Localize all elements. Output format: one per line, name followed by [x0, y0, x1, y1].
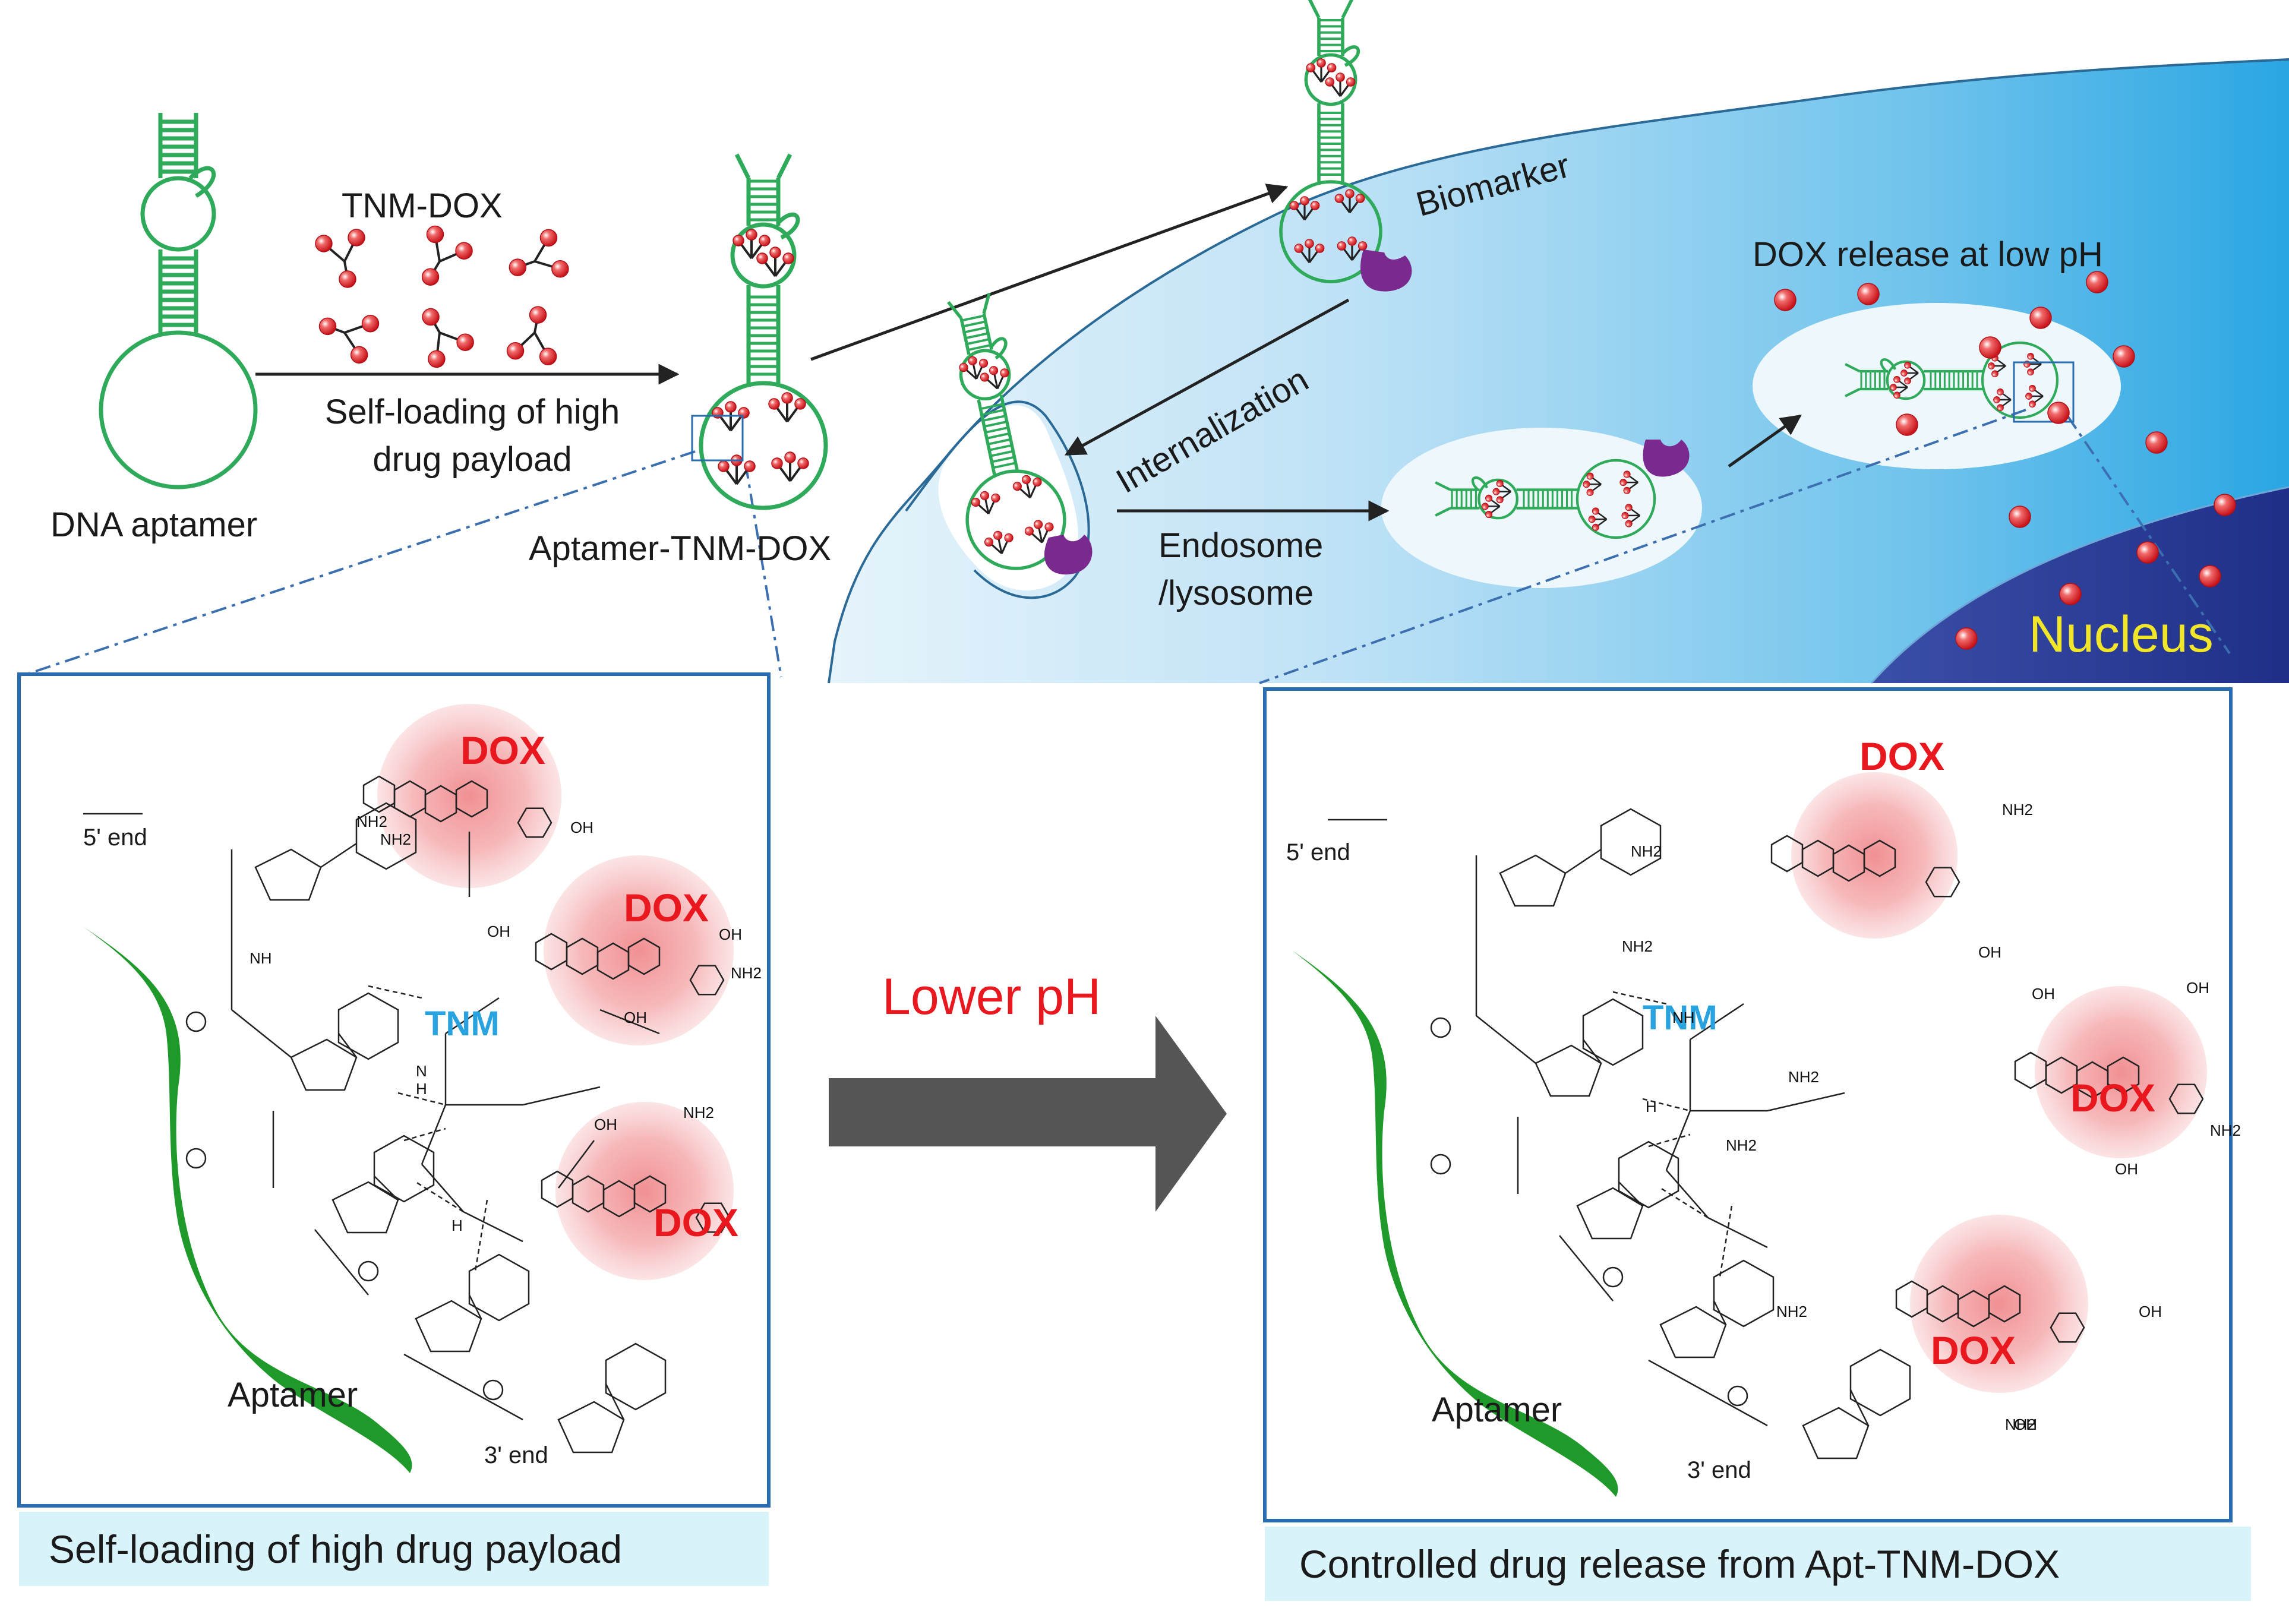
zoom-lines: [17, 409, 2231, 684]
atom-label: OH: [594, 1116, 617, 1133]
tnm-dox-molecules: [315, 225, 569, 368]
release-arrow: [1728, 414, 1802, 468]
left-caption: Self-loading of high drug payload: [49, 1527, 623, 1571]
atom-label: OH: [487, 922, 510, 940]
tnm-dox-molecule: [318, 314, 380, 364]
atom-label: NH2: [1622, 937, 1653, 955]
aptamer-tnm-dox-constructs: [691, 0, 2075, 570]
tnm-dox-molecule: [509, 229, 569, 278]
right-chemical-structure: [1328, 808, 1911, 1459]
right-caption: Controlled drug release from Apt-TNM-DOX: [1299, 1542, 2060, 1586]
dox-label-2: DOX: [624, 886, 709, 930]
aptamer-tnm-dox: [1279, 0, 1382, 283]
endosome-label-line2: /lysosome: [1158, 574, 1314, 612]
atom-label: OH: [570, 819, 593, 836]
aptamer-label: Aptamer: [228, 1376, 358, 1414]
atom-label: NH2: [356, 813, 388, 830]
self-loading-label-line1: Self-loading of high: [324, 393, 620, 431]
left-panel: [17, 672, 771, 1508]
dox-label-5: DOX: [2070, 1076, 2156, 1120]
five-prime-end-label: 5' end: [83, 824, 147, 851]
atom-label: NH2: [2002, 801, 2034, 819]
right-panel: [1263, 687, 2233, 1522]
biomarker-receptor: [1044, 249, 1690, 575]
nucleus-label: Nucleus: [2029, 606, 2214, 663]
atom-label: H: [416, 1080, 427, 1098]
atom-label: NH: [250, 949, 272, 967]
atom-label: NH2: [1776, 1303, 1808, 1320]
atom-label: H: [1646, 1098, 1657, 1116]
lower-ph-arrow: [829, 1016, 1227, 1212]
lower-ph-label: Lower pH: [882, 968, 1101, 1025]
atom-label: OH: [2139, 1303, 2162, 1320]
dna-aptamer-structure: [99, 113, 258, 489]
dox-label-4: DOX: [1859, 734, 1945, 778]
three-prime-end-label: 3' end: [484, 1442, 548, 1468]
aptamer-tnm-dox-label: Aptamer-TNM-DOX: [529, 529, 832, 568]
dox-label-6: DOX: [1931, 1328, 2016, 1372]
aptamer-tnm-dox: [699, 153, 828, 510]
internalization-arrow: [1064, 298, 1350, 456]
three-prime-end-label: 3' end: [1687, 1457, 1751, 1483]
tnm-label: TNM: [425, 1004, 500, 1043]
left-chemical-structure: [83, 802, 667, 1454]
left-caption-box: [19, 1512, 769, 1586]
aptamer-label: Aptamer: [1432, 1391, 1562, 1429]
atom-label: NH2: [683, 1104, 715, 1121]
right-caption-box: [1265, 1527, 2251, 1601]
tnm-dox-molecule: [315, 229, 365, 288]
atom-label: NH2: [380, 830, 412, 848]
tnm-dox-molecule: [506, 306, 557, 365]
dox-release-label: DOX release at low pH: [1753, 235, 2103, 274]
lysosome-release-vesicle: [1753, 303, 2121, 469]
atom-label: NH2: [2210, 1121, 2241, 1139]
atom-label: OH: [719, 925, 742, 943]
atom-label: OH: [2115, 1160, 2138, 1178]
atom-label: OH: [1978, 943, 2001, 961]
dna-aptamer-label: DNA aptamer: [50, 505, 258, 544]
endosome-label-line1: Endosome: [1158, 526, 1324, 565]
atom-label: NH2: [1631, 842, 1662, 860]
released-dox-molecules: [1774, 271, 2236, 650]
dox-glows: [377, 704, 2207, 1393]
tnm-dox-molecule: [422, 308, 474, 368]
aptamer-tnm-dox: [1845, 341, 2059, 419]
atom-label: NH: [1672, 1009, 1695, 1026]
tnm-dox-label: TNM-DOX: [342, 187, 503, 225]
aptamer-tnm-dox: [1435, 459, 1656, 539]
aptamer-tnm-dox: [947, 293, 1066, 570]
dox-label-3: DOX: [653, 1200, 739, 1244]
atom-label: N: [416, 1062, 427, 1080]
five-prime-end-label: 5' end: [1286, 839, 1350, 865]
atom-label: NH2: [1788, 1068, 1820, 1086]
atom-label: OH: [2014, 1416, 2037, 1433]
atom-label: NH2: [2005, 1416, 2037, 1433]
atom-label: H: [452, 1217, 463, 1234]
atom-label: OH: [624, 1009, 647, 1026]
self-loading-label-line2: drug payload: [372, 440, 572, 479]
dox-ring-structures: [362, 775, 2204, 1343]
tnm-label: TNM: [1643, 999, 1717, 1037]
binding-arrow: [810, 184, 1289, 361]
atom-label: OH: [2032, 985, 2055, 1003]
atom-label: OH: [2186, 979, 2209, 997]
atom-label: NH2: [1726, 1136, 1757, 1154]
dox-label-1: DOX: [460, 728, 546, 772]
tnm-dox-molecule: [421, 225, 473, 286]
atom-label: NH2: [731, 964, 762, 982]
